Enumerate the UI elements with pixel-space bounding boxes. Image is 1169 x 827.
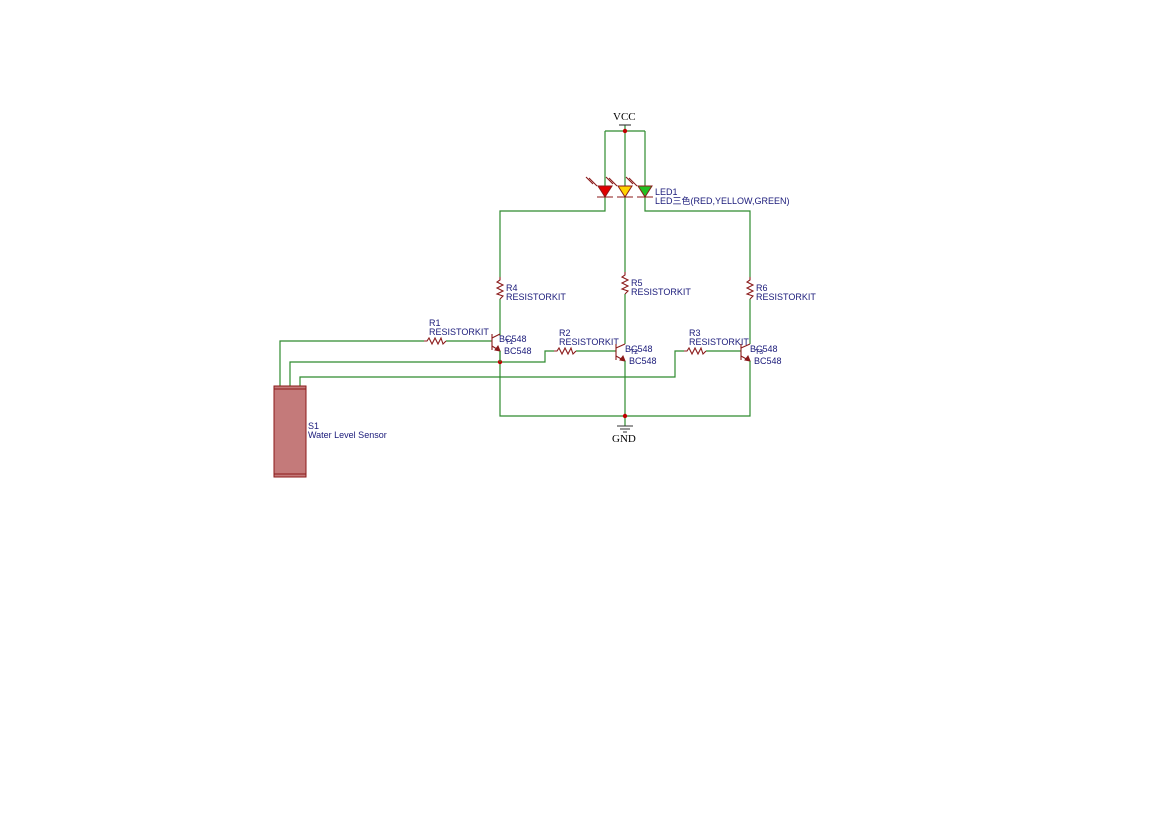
gnd-bars <box>617 425 633 433</box>
led-yellow <box>617 185 633 198</box>
resistor-r3: R3 RESISTORKIT <box>684 328 749 356</box>
transistor-t3: BC548 T3 BC548 <box>740 343 782 366</box>
wires <box>279 125 751 426</box>
transistor-t2-collector <box>615 343 626 349</box>
sensor-edges <box>274 388 306 475</box>
resistor-r1-zigzag <box>424 336 447 346</box>
resistor-r1-value: RESISTORKIT <box>429 327 489 337</box>
led-value: LED三色(RED,YELLOW,GREEN) <box>655 195 790 206</box>
resistor-r4-value: RESISTORKIT <box>506 292 566 302</box>
resistor-r4-zigzag <box>495 277 505 300</box>
led-ref: LED1 <box>655 187 678 197</box>
resistor-r2-ref: R2 <box>559 328 571 338</box>
wire-sensor-probe3 <box>299 350 684 386</box>
resistor-r1: R1 RESISTORKIT <box>424 318 489 346</box>
transistor-t2-arrow-icon <box>619 354 626 362</box>
transistor-t2-value2: BC548 <box>629 356 657 366</box>
junction-vcc <box>622 128 628 134</box>
resistor-r1-ref: R1 <box>429 318 441 328</box>
transistor-t2: BC548 T2 BC548 <box>615 343 657 366</box>
gnd-label: GND <box>612 433 636 445</box>
resistor-r4: R4 RESISTORKIT <box>495 277 566 302</box>
transistor-t2-value: BC548 <box>625 344 653 354</box>
led-rgb: LED1 LED三色(RED,YELLOW,GREEN) <box>585 176 790 206</box>
wire-sensor-probe2 <box>289 350 554 386</box>
transistor-t3-value2: BC548 <box>754 356 782 366</box>
led-green <box>637 185 653 198</box>
resistor-r5: R5 RESISTORKIT <box>620 272 691 297</box>
junction-gnd <box>622 413 628 419</box>
led-red <box>597 185 613 198</box>
vcc-label: VCC <box>613 111 636 123</box>
gnd-symbol: GND <box>612 425 636 445</box>
resistor-r5-ref: R5 <box>631 278 643 288</box>
transistor-t1-value2: BC548 <box>504 346 532 356</box>
resistor-r2-value: RESISTORKIT <box>559 337 619 347</box>
transistor-t2-ref: T2 <box>630 349 638 356</box>
transistor-t1-arrow-icon <box>494 344 501 352</box>
resistor-r3-zigzag <box>684 346 707 356</box>
sensor-body <box>273 385 307 478</box>
transistor-t3-collector <box>740 343 751 349</box>
sensor-value: Water Level Sensor <box>308 430 387 440</box>
wire-sensor-probe1 <box>279 340 424 386</box>
vcc-symbol: VCC <box>613 111 636 126</box>
resistor-r6-ref: R6 <box>756 283 768 293</box>
resistor-r2-zigzag <box>554 346 577 356</box>
resistor-r5-zigzag <box>620 272 630 295</box>
resistor-r6-value: RESISTORKIT <box>756 292 816 302</box>
transistor-t1: BC548 T1 BC548 <box>491 333 532 362</box>
resistor-r4-ref: R4 <box>506 283 518 293</box>
resistor-r2: R2 RESISTORKIT <box>554 328 619 356</box>
transistor-t3-ref: T3 <box>755 349 763 356</box>
resistor-r5-value: RESISTORKIT <box>631 287 691 297</box>
wire-red-r4 <box>499 197 606 277</box>
transistor-t3-arrow-icon <box>744 354 751 362</box>
wire-green-r6 <box>644 197 751 277</box>
water-level-sensor: S1 Water Level Sensor <box>273 385 387 478</box>
resistor-r3-ref: R3 <box>689 328 701 338</box>
sensor-ref: S1 <box>308 421 319 431</box>
transistor-t1-value: BC548 <box>499 334 527 344</box>
resistor-r6-zigzag <box>745 277 755 300</box>
resistor-r3-value: RESISTORKIT <box>689 337 749 347</box>
transistor-t3-value: BC548 <box>750 344 778 354</box>
resistor-r6: R6 RESISTORKIT <box>745 277 816 302</box>
transistor-t1-ref: T1 <box>505 339 513 346</box>
led-light-arrows-icon <box>585 176 638 187</box>
transistor-t1-collector <box>491 333 501 339</box>
